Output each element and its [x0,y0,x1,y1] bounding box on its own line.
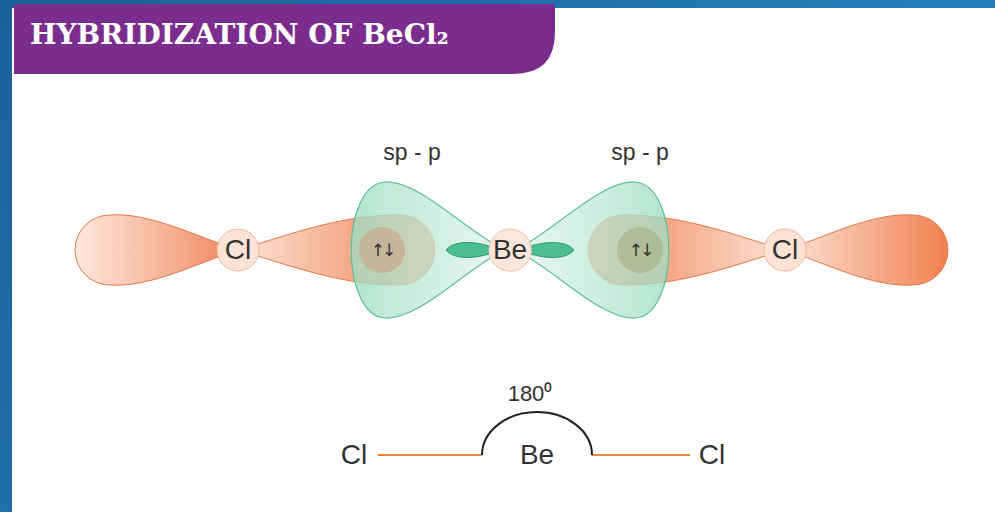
atom-symbol: Cl [341,439,367,471]
atom-symbol: Cl [763,234,807,266]
bond-angle: 180⁰ [508,377,553,407]
atom-circle: Cl [216,228,260,272]
title-text: HYBRIDIZATION OF BeCl₂ [30,18,449,51]
electron-pair: ↑↓ [371,240,394,260]
atom-circle: Be [488,228,532,272]
overlap-label: sp - p [383,139,441,166]
electron-pair: ↑↓ [629,240,652,260]
overlap-label: sp - p [611,139,669,166]
atom-circle: Cl [763,228,807,272]
atom-symbol: Be [520,439,554,471]
atom-symbol: Be [488,234,532,266]
atom-symbol: Cl [699,439,725,471]
atom-symbol: Cl [216,234,260,266]
